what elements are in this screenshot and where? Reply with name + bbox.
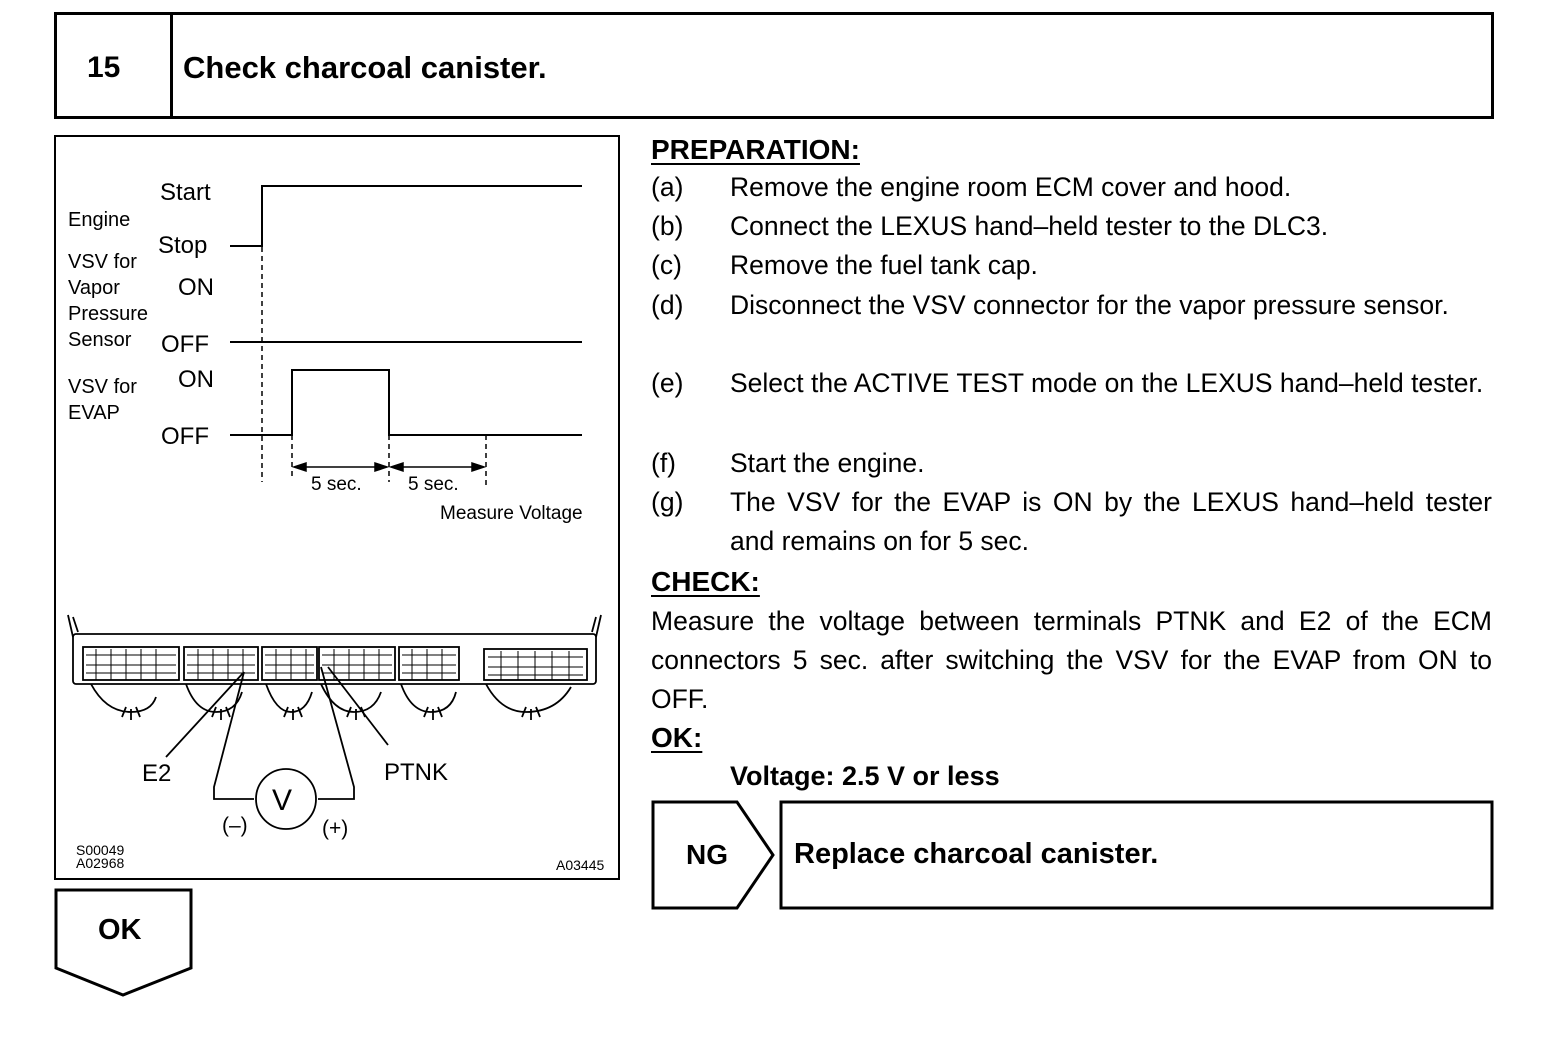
engine-label: Engine bbox=[68, 209, 130, 231]
ng-action-box bbox=[779, 800, 1494, 910]
check-text: Measure the voltage between terminals PT… bbox=[651, 606, 1492, 714]
ng-action-text: Replace charcoal canister. bbox=[794, 838, 1159, 870]
positive-lead-label: (+) bbox=[322, 817, 348, 840]
figure-code-2: A02968 bbox=[76, 855, 124, 871]
ok-flow-label: OK bbox=[98, 914, 142, 946]
ecm-connector-illustration bbox=[67, 614, 602, 830]
prep-item-label: (d) bbox=[651, 290, 684, 320]
timing-and-connector-diagram: Start Engine Stop VSV for Vapor Pressure… bbox=[67, 179, 604, 873]
prep-item-label: (a) bbox=[651, 172, 684, 202]
prep-item-text: Remove the engine room ECM cover and hoo… bbox=[730, 172, 1292, 202]
terminal-ptnk-label: PTNK bbox=[384, 759, 448, 786]
terminal-e2-label: E2 bbox=[142, 760, 171, 787]
vsv-vapor-label-3: Pressure bbox=[68, 303, 148, 325]
vsv-vapor-label-4: Sensor bbox=[68, 329, 132, 351]
vsv-evap-label-1: VSV for bbox=[68, 376, 137, 398]
arrowhead bbox=[388, 461, 404, 473]
ok-spec-value: Voltage: 2.5 V or less bbox=[730, 761, 1000, 791]
prep-item-text: Remove the fuel tank cap. bbox=[730, 250, 1038, 280]
step-number: 15 bbox=[87, 51, 121, 84]
vsv-evap-on-label: ON bbox=[178, 366, 214, 393]
vsv-vapor-off-label: OFF bbox=[161, 331, 209, 358]
step-number-cell bbox=[57, 15, 173, 116]
arrowhead bbox=[291, 461, 307, 473]
negative-lead-label: (–) bbox=[222, 814, 248, 837]
engine-trace bbox=[230, 185, 582, 247]
check-heading: CHECK: bbox=[651, 566, 760, 597]
prep-item-text: The VSV for the EVAP is ON by the LEXUS … bbox=[730, 487, 1492, 556]
prep-item-text: Disconnect the VSV connector for the vap… bbox=[730, 290, 1449, 320]
vsv-vapor-on-label: ON bbox=[178, 274, 214, 301]
engine-start-label: Start bbox=[160, 179, 211, 206]
figure-code-1: S00049 bbox=[76, 842, 124, 858]
vsv-evap-off-label: OFF bbox=[161, 423, 209, 450]
ng-arrow-shape bbox=[651, 800, 775, 910]
prep-item-label: (b) bbox=[651, 211, 684, 241]
vsv-evap-trace bbox=[230, 369, 582, 436]
prep-item-text: Start the engine. bbox=[730, 448, 925, 478]
ng-label: NG bbox=[686, 839, 728, 870]
vsv-vapor-label-2: Vapor bbox=[68, 277, 120, 299]
prep-item-label: (g) bbox=[651, 487, 684, 517]
figure-code-3: A03445 bbox=[556, 857, 604, 873]
arrowhead bbox=[471, 461, 487, 473]
step-header: 15 Check charcoal canister. bbox=[54, 12, 1494, 119]
interval-1-label: 5 sec. bbox=[311, 474, 362, 495]
prep-item-label: (e) bbox=[651, 368, 684, 398]
vsv-vapor-label-1: VSV for bbox=[68, 251, 137, 273]
ok-heading: OK: bbox=[651, 722, 703, 753]
interval-2-label: 5 sec. bbox=[408, 474, 459, 495]
prep-item-label: (c) bbox=[651, 250, 682, 280]
figure-panel: Start Engine Stop VSV for Vapor Pressure… bbox=[54, 135, 620, 880]
ok-flow-graphic bbox=[54, 888, 193, 997]
prep-item-text: Select the ACTIVE TEST mode on the LEXUS… bbox=[730, 368, 1484, 398]
prep-item-label: (f) bbox=[651, 448, 677, 478]
ok-arrow-shape bbox=[54, 888, 193, 997]
measure-voltage-label: Measure Voltage bbox=[440, 503, 583, 524]
preparation-heading: PREPARATION: bbox=[651, 134, 860, 165]
prep-item-text: Connect the LEXUS hand–held tester to th… bbox=[730, 211, 1329, 241]
ng-result-graphic bbox=[651, 800, 1494, 910]
engine-stop-label: Stop bbox=[158, 232, 207, 259]
vsv-evap-label-2: EVAP bbox=[68, 402, 120, 424]
voltmeter-symbol: V bbox=[272, 784, 292, 817]
step-title: Check charcoal canister. bbox=[183, 50, 547, 85]
arrowhead bbox=[374, 461, 390, 473]
